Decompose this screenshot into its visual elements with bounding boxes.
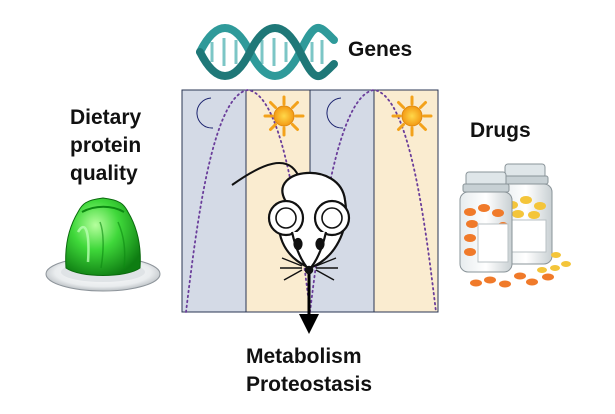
diet-label-line-1: Dietary	[70, 106, 142, 129]
moon-icon	[326, 97, 344, 129]
mouse-icon	[231, 162, 351, 281]
outcome-label-line-2: Proteostasis	[246, 373, 373, 396]
jelly-dessert-icon	[45, 197, 161, 292]
diet-label-line-3: quality	[70, 162, 138, 185]
pill-bottles-icon	[459, 163, 571, 288]
night-panel-1	[181, 89, 247, 313]
dietary-protein-quality-label: Dietary protein quality	[70, 104, 141, 188]
day-panel-2	[373, 89, 439, 313]
outcome-label: Metabolism Proteostasis	[246, 343, 372, 399]
outcome-label-line-1: Metabolism	[246, 345, 362, 368]
sun-icon	[263, 95, 305, 137]
sun-icon	[391, 95, 433, 137]
genes-label: Genes	[348, 38, 413, 61]
drugs-label: Drugs	[470, 119, 531, 142]
moon-icon	[196, 97, 214, 129]
dna-helix-icon	[196, 24, 338, 80]
down-arrow-icon	[299, 274, 319, 334]
diet-label-line-2: protein	[70, 134, 142, 157]
